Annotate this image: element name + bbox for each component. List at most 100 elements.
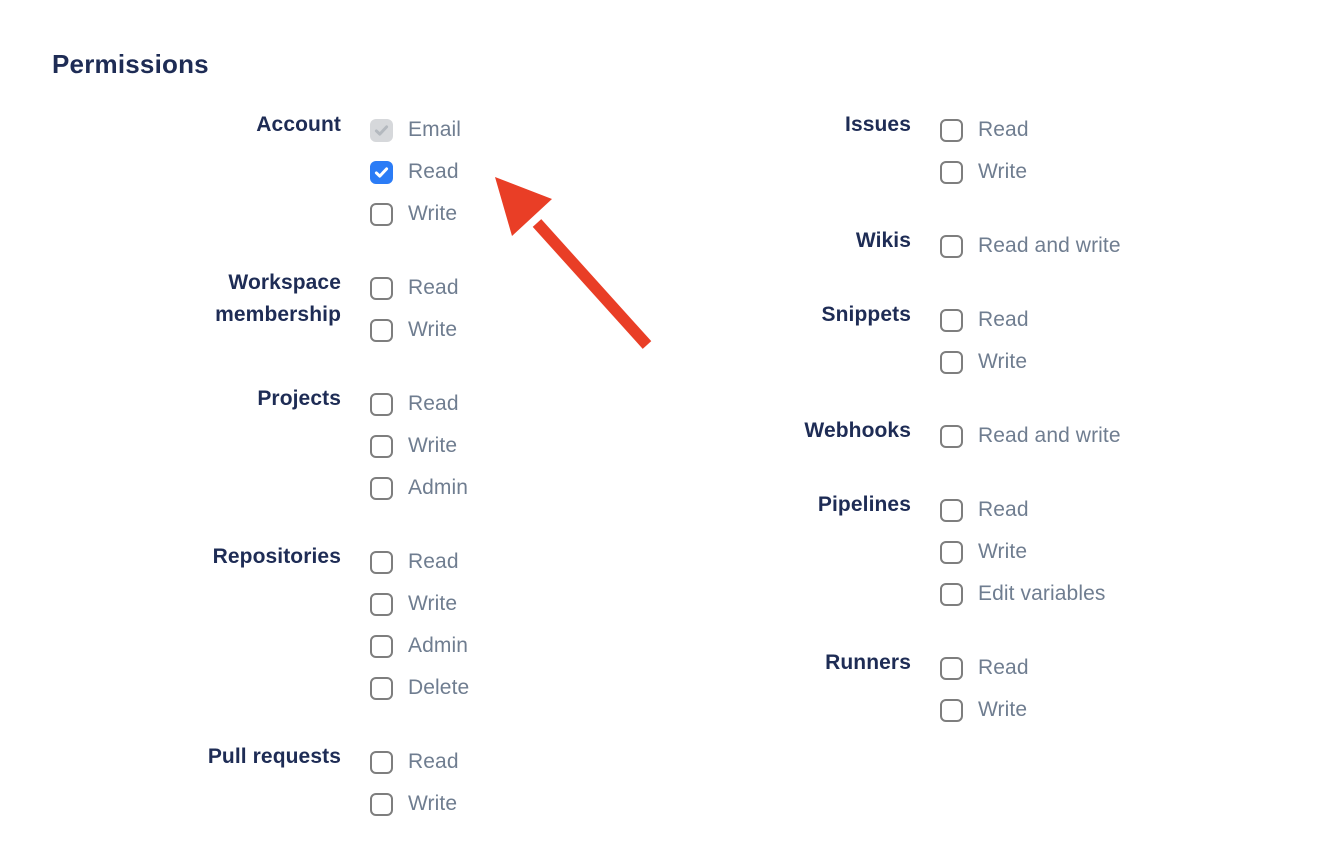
permission-option-label-read: Read [978,656,1029,679]
permission-option-snippets-read[interactable]: Read [940,299,1029,341]
permission-option-account-email: Email [370,109,461,151]
permission-option-snippets-write[interactable]: Write [940,341,1029,383]
permission-option-label-write: Write [978,698,1028,721]
permission-option-pipelines-write[interactable]: Write [940,531,1105,573]
checkbox-pull-requests-write[interactable] [370,792,393,816]
checkbox-snippets-write[interactable] [940,350,963,374]
permission-group-label-projects: Projects [257,387,341,410]
permission-option-label-read: Read [408,550,459,573]
permission-group-label-wikis: Wikis [855,229,911,252]
permission-group-label-workspace-membership: Workspace membership [215,271,341,326]
permission-option-label-admin: Admin [408,476,469,499]
permission-option-account-write[interactable]: Write [370,193,461,235]
permission-option-pull-requests-read[interactable]: Read [370,741,459,783]
permission-option-label-write: Write [408,434,458,457]
permission-group-label-issues: Issues [845,113,911,136]
permission-option-label-read-and-write: Read and write [978,424,1121,447]
permission-option-label-write: Write [978,160,1028,183]
permission-option-wikis-read-and-write[interactable]: Read and write [940,225,1121,267]
checkbox-pull-requests-read[interactable] [370,750,393,774]
permission-section-webhooks: Webhooks Read and write [671,415,1121,457]
checkbox-repositories-admin[interactable] [370,634,393,658]
checkbox-projects-read[interactable] [370,392,393,416]
permission-option-label-delete: Delete [408,676,470,699]
checkbox-projects-admin[interactable] [370,476,393,500]
check-icon [374,166,389,178]
permission-option-account-read[interactable]: Read [370,151,461,193]
permission-option-label-write: Write [408,318,458,341]
permission-option-label-read: Read [408,392,459,415]
checkbox-snippets-read[interactable] [940,308,963,332]
permission-option-label-read: Read [978,118,1029,141]
permission-option-workspace-membership-write[interactable]: Write [370,309,459,351]
permission-option-label-edit-variables: Edit variables [978,582,1106,605]
permission-option-issues-write[interactable]: Write [940,151,1029,193]
permission-option-label-read: Read [408,750,459,773]
permission-option-pull-requests-write[interactable]: Write [370,783,459,825]
checkbox-pipelines-edit-variables[interactable] [940,582,963,606]
checkbox-runners-read[interactable] [940,656,963,680]
checkbox-account-read[interactable] [370,160,393,184]
permission-option-repositories-read[interactable]: Read [370,541,469,583]
permission-option-label-read: Read [408,276,459,299]
permission-option-label-read-and-write: Read and write [978,234,1121,257]
checkbox-repositories-delete[interactable] [370,676,393,700]
permission-group-label-webhooks: Webhooks [804,419,911,442]
permission-section-wikis: Wikis Read and write [671,225,1121,267]
permission-option-webhooks-read-and-write[interactable]: Read and write [940,415,1121,457]
permission-option-label-write: Write [408,592,458,615]
permission-option-label-admin: Admin [408,634,469,657]
permission-group-label-snippets: Snippets [821,303,911,326]
permission-option-workspace-membership-read[interactable]: Read [370,267,459,309]
checkbox-workspace-membership-write[interactable] [370,318,393,342]
permission-group-label-pipelines: Pipelines [817,493,911,516]
permission-option-pipelines-edit-variables[interactable]: Edit variables [940,573,1105,615]
permission-option-label-read: Read [408,160,459,183]
permission-option-label-write: Write [978,540,1028,563]
permission-option-pipelines-read[interactable]: Read [940,489,1105,531]
permission-option-repositories-write[interactable]: Write [370,583,469,625]
permission-option-runners-write[interactable]: Write [940,689,1029,731]
permission-option-repositories-delete[interactable]: Delete [370,667,469,709]
checkbox-issues-write[interactable] [940,160,963,184]
permission-option-projects-write[interactable]: Write [370,425,468,467]
permission-group-label-repositories: Repositories [212,545,341,568]
checkbox-pipelines-read[interactable] [940,498,963,522]
permission-option-projects-read[interactable]: Read [370,383,468,425]
permission-option-runners-read[interactable]: Read [940,647,1029,689]
permission-option-issues-read[interactable]: Read [940,109,1029,151]
checkbox-projects-write[interactable] [370,434,393,458]
checkbox-webhooks-read-and-write[interactable] [940,424,963,448]
checkbox-runners-write[interactable] [940,698,963,722]
checkbox-repositories-read[interactable] [370,550,393,574]
permission-option-projects-admin[interactable]: Admin [370,467,468,509]
permission-option-repositories-admin[interactable]: Admin [370,625,469,667]
page-title: Permissions [52,49,209,79]
permission-option-label-read: Read [978,498,1029,521]
checkbox-account-write[interactable] [370,202,393,226]
checkbox-wikis-read-and-write[interactable] [940,234,963,258]
checkbox-issues-read[interactable] [940,118,963,142]
permission-option-label-email: Email [408,118,462,141]
check-icon [374,124,389,136]
checkbox-pipelines-write[interactable] [940,540,963,564]
checkbox-repositories-write[interactable] [370,592,393,616]
checkbox-workspace-membership-read[interactable] [370,276,393,300]
permission-option-label-read: Read [978,308,1029,331]
permission-group-label-pull-requests: Pull requests [207,745,341,768]
